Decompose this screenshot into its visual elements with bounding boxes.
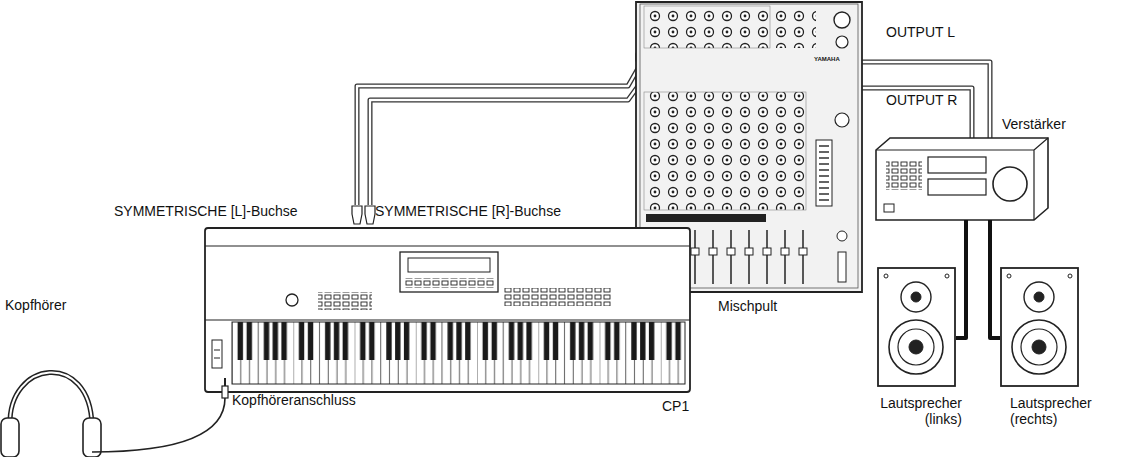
- speaker-illustration: [878, 268, 1078, 386]
- keyboard-illustration: [205, 228, 690, 392]
- signal-label: OUTPUT L: [886, 24, 955, 40]
- headphones-illustration: [1, 372, 228, 457]
- signal-label: OUTPUT R: [886, 92, 957, 108]
- jack-label: Kopfhöreranschluss: [232, 392, 356, 408]
- device-label: Lautsprecher (links): [866, 395, 962, 427]
- device-label: Verstärker: [1002, 116, 1066, 132]
- device-label: CP1: [662, 398, 689, 414]
- amplifier-illustration: [876, 138, 1048, 220]
- jack-label: SYMMETRISCHE [L]-Buchse: [114, 203, 298, 219]
- device-label: Mischpult: [718, 298, 777, 314]
- device-label: Kopfhörer: [5, 297, 66, 313]
- brand-logo: YAMAHA: [814, 56, 840, 63]
- device-label: Lautsprecher (rechts): [1010, 395, 1110, 427]
- jack-label: SYMMETRISCHE [R]-Buchse: [375, 203, 561, 219]
